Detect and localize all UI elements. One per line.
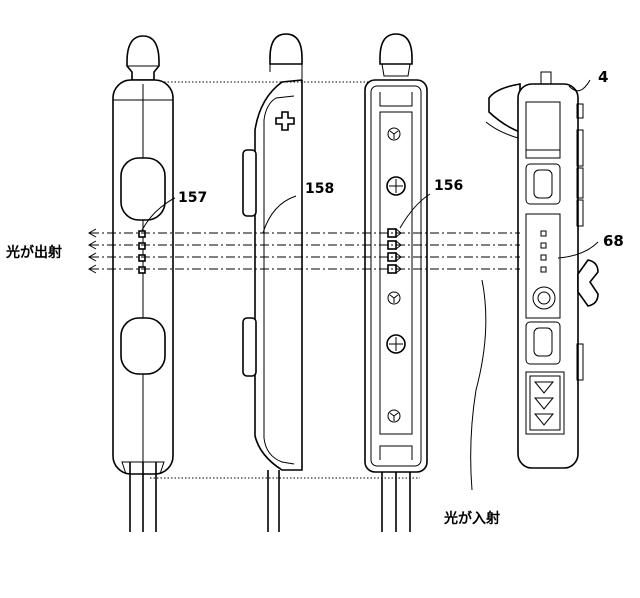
emission-label: 光が出射 bbox=[5, 244, 62, 261]
front-view bbox=[113, 36, 173, 532]
side-view bbox=[243, 34, 302, 532]
receiver-label: 156 bbox=[434, 178, 463, 194]
emitter-window-3 bbox=[139, 255, 145, 261]
emitter-window-1 bbox=[139, 231, 145, 237]
emitter-window-2 bbox=[139, 243, 145, 249]
device-label: 4 bbox=[598, 68, 608, 86]
incidence-label: 光が入射 bbox=[443, 510, 500, 527]
inner-view bbox=[365, 34, 427, 532]
plus-mark-icon bbox=[276, 112, 294, 130]
controller-label: 68 bbox=[603, 232, 624, 250]
knob-icon bbox=[578, 260, 598, 306]
device-view bbox=[486, 72, 598, 468]
cover-label: 158 bbox=[305, 181, 334, 197]
emitter-window-4 bbox=[139, 267, 145, 273]
emitter-label: 157 bbox=[178, 190, 207, 206]
